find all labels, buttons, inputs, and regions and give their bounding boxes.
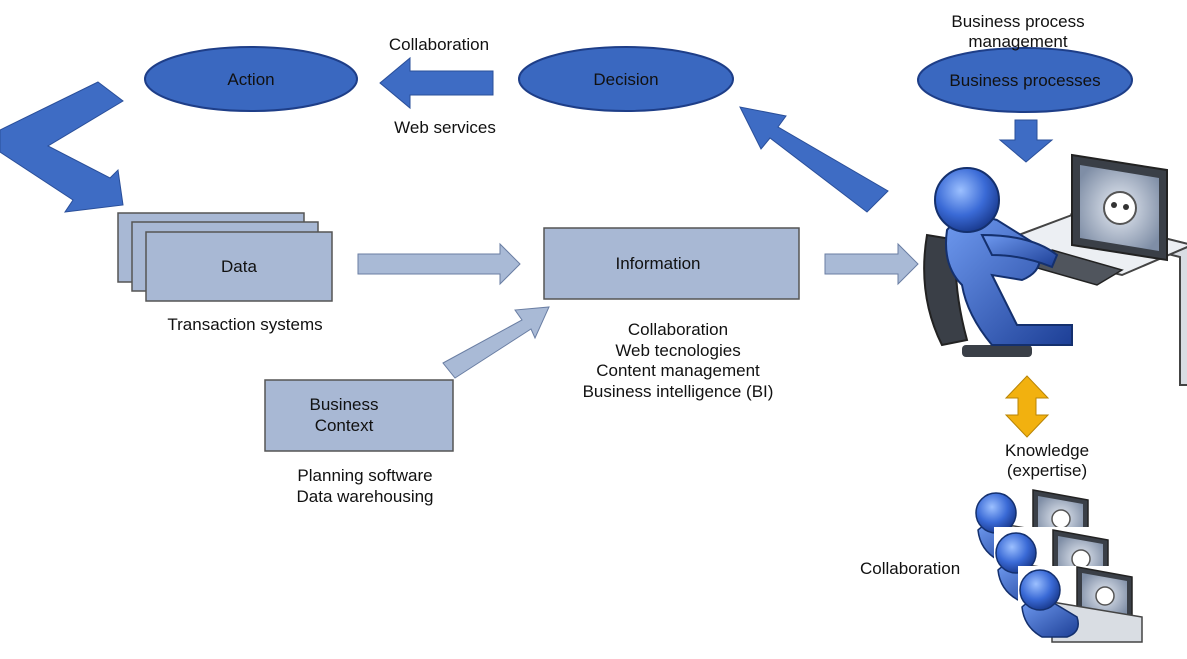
business-context-node: Business Context [264,379,454,452]
arrow-context-to-information [442,306,550,379]
knowledge-label-line1: Knowledge [1005,441,1089,460]
bpm-label-line1: Business process [951,12,1084,31]
arrow-person-to-decision [739,106,889,213]
decision-node: Decision [518,46,734,112]
business-context-label-line1: Business [310,395,379,414]
web-services-label: Web services [394,118,496,137]
bpm-label-line2: management [968,32,1068,51]
information-node: Information [543,227,800,300]
information-label: Information [615,254,700,273]
data-label: Data [221,257,257,276]
arrow-processes-to-person [998,119,1054,163]
collaboration-top-label: Collaboration [389,35,489,54]
action-node: Action [144,46,358,112]
arrow-decision-to-action [379,56,494,110]
team-member-icon [1018,566,1153,659]
info-tech-bi: Business intelligence (BI) [583,382,774,401]
business-context-label-line2: Context [315,416,374,435]
data-warehousing-label: Data warehousing [296,487,433,506]
action-label: Action [227,70,274,89]
knowledge-double-arrow [1004,375,1050,438]
business-processes-node: Business processes [917,47,1133,113]
decision-label: Decision [593,70,658,89]
info-tech-web: Web tecnologies [615,341,740,360]
business-processes-label: Business processes [949,71,1100,90]
collaboration-bottom-label: Collaboration [860,559,960,578]
transaction-systems-label: Transaction systems [167,315,322,334]
planning-software-label: Planning software [297,466,432,485]
info-tech-collaboration: Collaboration [628,320,728,339]
arrow-action-to-data [0,81,124,213]
arrow-information-to-person [824,242,919,286]
person-at-computer-icon [923,154,1187,386]
info-tech-content: Content management [596,361,760,380]
knowledge-label-line2: (expertise) [1007,461,1087,480]
arrow-data-to-information [357,242,521,286]
data-node: Data [117,212,333,302]
